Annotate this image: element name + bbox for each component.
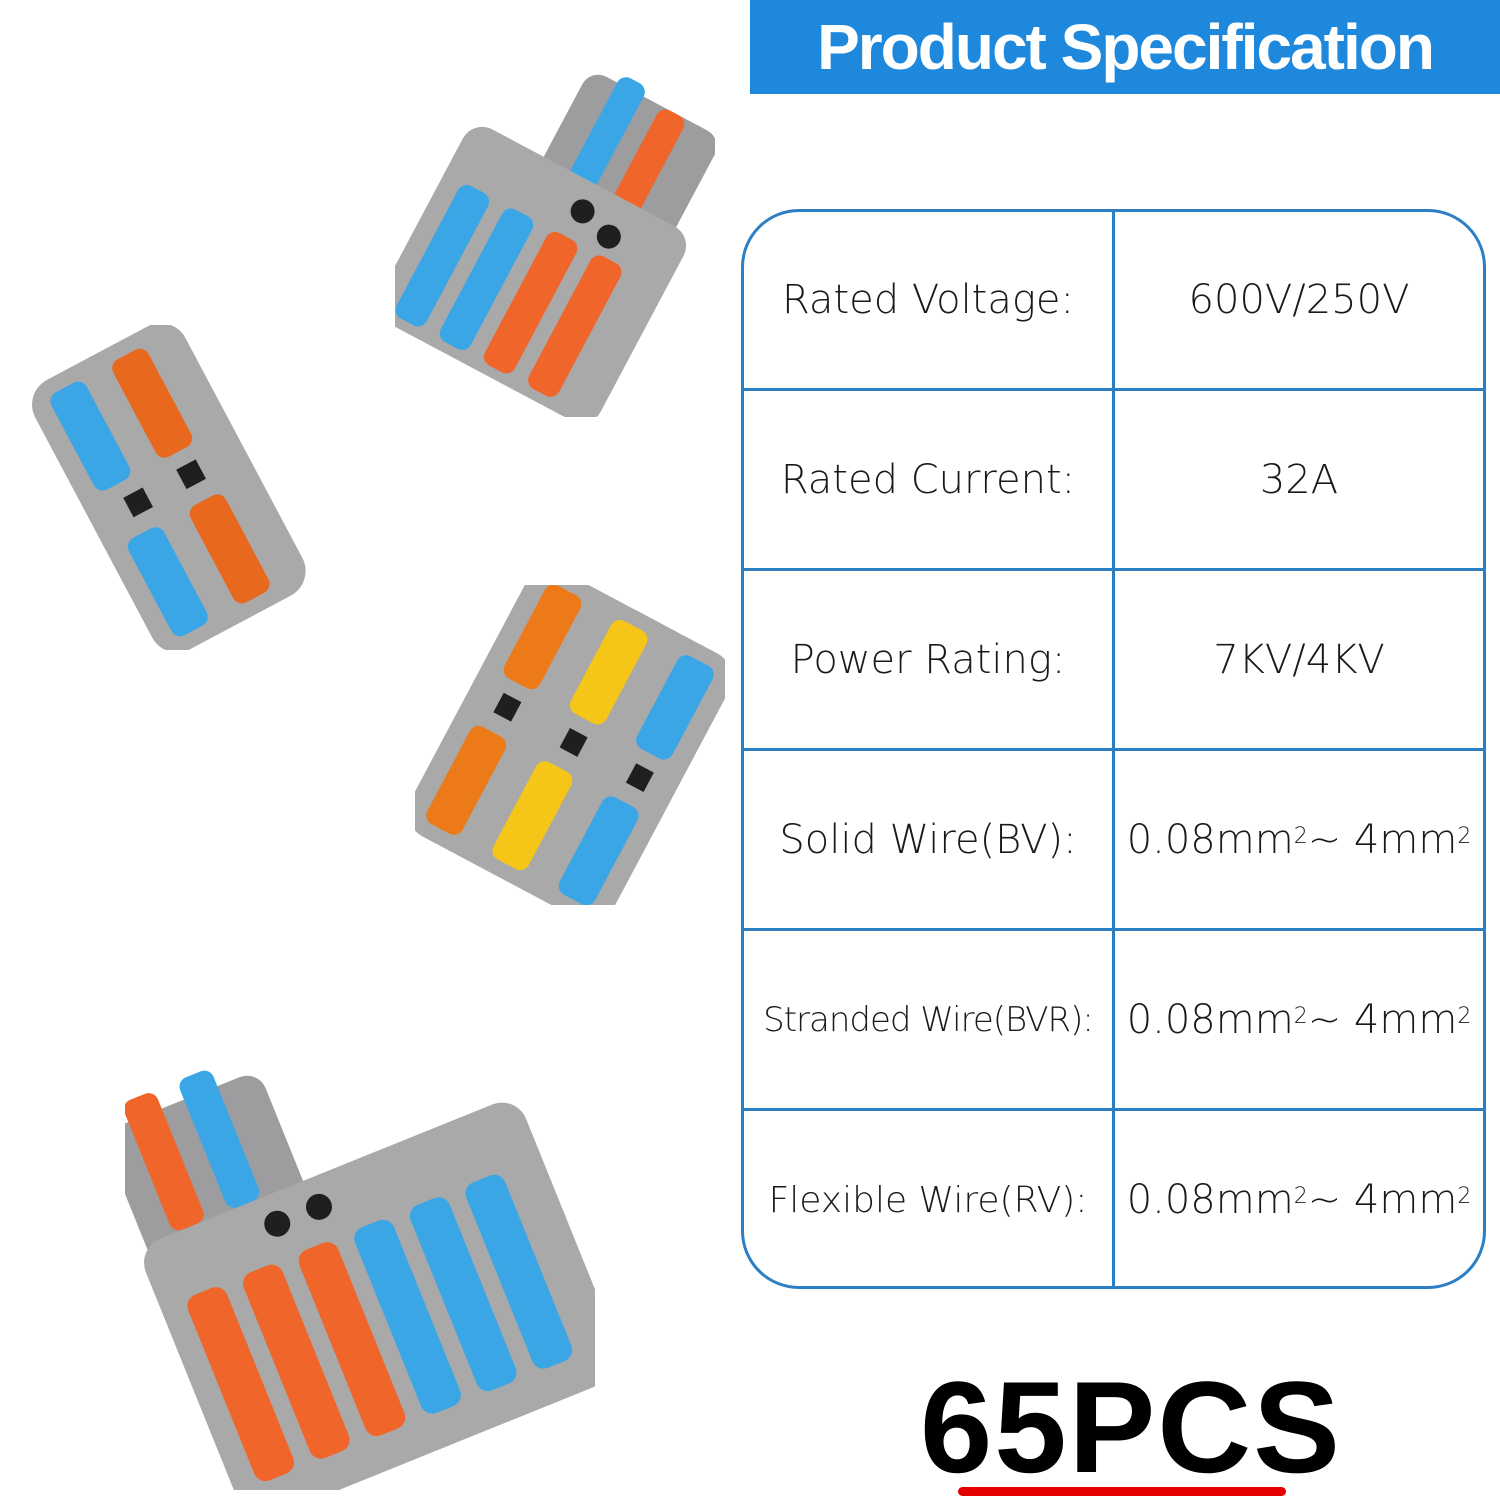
range-to: 4mm — [1353, 996, 1458, 1043]
exponent: 2 — [1293, 823, 1308, 849]
connector-2way-inline-image — [32, 325, 306, 650]
range-from: 0.08mm — [1126, 996, 1294, 1043]
exponent: 2 — [1457, 1003, 1472, 1029]
spec-label: Solid Wire(BV): — [744, 751, 1115, 928]
banner-title: Product Specification — [817, 11, 1435, 83]
spec-label: Stranded Wire(BVR): — [744, 931, 1115, 1108]
exponent: 2 — [1457, 1184, 1472, 1210]
range-from: 0.08mm — [1126, 1177, 1294, 1223]
range-to: 4mm — [1353, 1177, 1458, 1223]
range-sep: ~ — [1307, 996, 1354, 1043]
range-to: 4mm — [1353, 816, 1458, 863]
exponent: 2 — [1457, 823, 1472, 849]
connector-1in-4out-image — [395, 74, 715, 417]
connector-2in-6out-image — [125, 1070, 595, 1490]
range-sep: ~ — [1307, 816, 1354, 863]
spec-row-rated-voltage: Rated Voltage: 600V/250V — [744, 212, 1483, 391]
spec-label: Power Rating: — [744, 571, 1115, 748]
quantity-underline — [958, 1487, 1286, 1496]
spec-value: 600V/250V — [1188, 277, 1410, 323]
spec-value: 7KV/4KV — [1213, 636, 1385, 683]
spec-value: 32A — [1259, 456, 1339, 503]
range-from: 0.08mm — [1126, 816, 1294, 863]
connector-3way-inline-image — [415, 585, 725, 905]
spec-banner: Product Specification — [750, 0, 1500, 94]
spec-label: Rated Voltage: — [744, 212, 1115, 388]
quantity-label: 65PCS — [920, 1354, 1342, 1500]
spec-table: Rated Voltage: 600V/250V Rated Current: … — [741, 209, 1486, 1289]
exponent: 2 — [1293, 1184, 1308, 1210]
spec-label: Flexible Wire(RV): — [744, 1111, 1115, 1286]
spec-row-rated-current: Rated Current: 32A — [744, 391, 1483, 571]
exponent: 2 — [1293, 1003, 1308, 1029]
spec-label: Rated Current: — [744, 391, 1115, 568]
range-sep: ~ — [1307, 1177, 1354, 1223]
spec-row-power-rating: Power Rating: 7KV/4KV — [744, 571, 1483, 751]
